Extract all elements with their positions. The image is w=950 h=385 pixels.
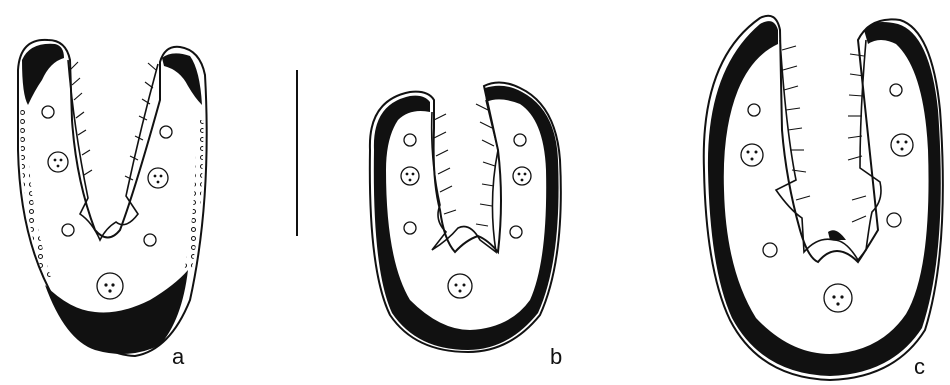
panel-b-label: b xyxy=(550,344,562,369)
panel-c-label: c xyxy=(914,354,925,379)
panel-a-label: a xyxy=(172,344,185,369)
panel-c-bristles xyxy=(782,46,866,222)
panel-b: b xyxy=(370,82,562,369)
panel-b-bristles xyxy=(434,104,495,226)
panel-c: c xyxy=(704,16,943,380)
panel-a: a xyxy=(18,40,207,369)
